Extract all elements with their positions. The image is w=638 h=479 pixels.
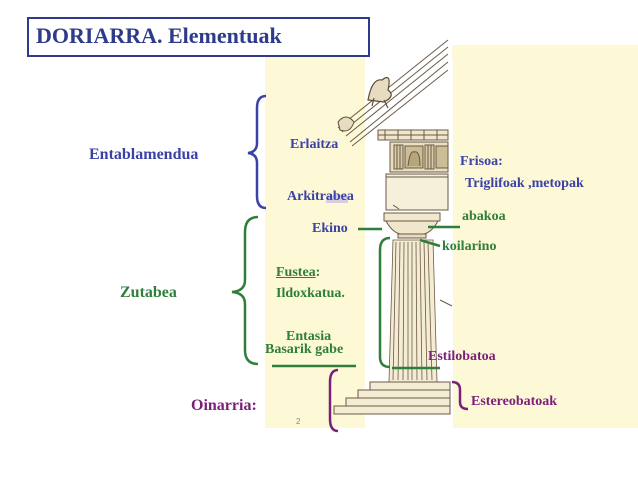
zutabea-label: Zutabea <box>120 284 177 301</box>
figure-number: 2 <box>296 417 301 426</box>
steps <box>333 381 451 415</box>
page-title: DORIARRA. Elementuak <box>36 23 282 48</box>
acroterion-ornament <box>367 77 392 109</box>
koilarino-label: koilarino <box>442 239 497 254</box>
frisoa-detail-label: Triglifoak ,metopak <box>465 176 584 191</box>
abakoa-label: abakoa <box>462 209 506 224</box>
oinarria-label: Oinarria: <box>191 397 257 414</box>
frisoa-label: Frisoa: <box>460 154 503 169</box>
arkitrabea-label: Arkitrabea <box>287 189 354 204</box>
corner-ornament <box>337 116 355 132</box>
koilarino-pointer <box>419 238 441 248</box>
fustea-colon: : <box>315 265 321 280</box>
cornice <box>377 129 449 141</box>
zutabea-bracket <box>231 215 259 366</box>
estereobatoak-label: Estereobatoak <box>471 394 558 409</box>
title-box <box>27 17 370 57</box>
oinarria-bracket <box>328 368 339 433</box>
fustea-label: Fustea: <box>276 265 320 281</box>
illustration-panel-left <box>265 45 365 428</box>
pediment <box>337 39 449 147</box>
estereobatoak-bracket <box>451 380 469 411</box>
entablamendua-bracket <box>247 94 267 210</box>
capital <box>383 212 441 239</box>
frieze <box>389 141 449 173</box>
ildoxkatua-label: Ildoxkatua. <box>276 286 345 301</box>
basarik-gabe-label: Basarik gabe <box>265 342 344 357</box>
erlaitza-label: Erlaitza <box>290 137 339 152</box>
ekino-label: Ekino <box>312 221 348 236</box>
entablamendua-label: Entablamendua <box>89 146 199 163</box>
column-pointer <box>439 299 453 307</box>
architrave <box>385 173 449 211</box>
architrave-left-blur <box>326 195 348 203</box>
fustea-term: Fustea <box>276 265 316 280</box>
illustration-panel-right <box>452 45 638 428</box>
entasia-label: Entasia <box>286 329 332 344</box>
estilobatoa-label: Estilobatoa <box>428 349 496 364</box>
fustea-bracket <box>378 236 391 369</box>
